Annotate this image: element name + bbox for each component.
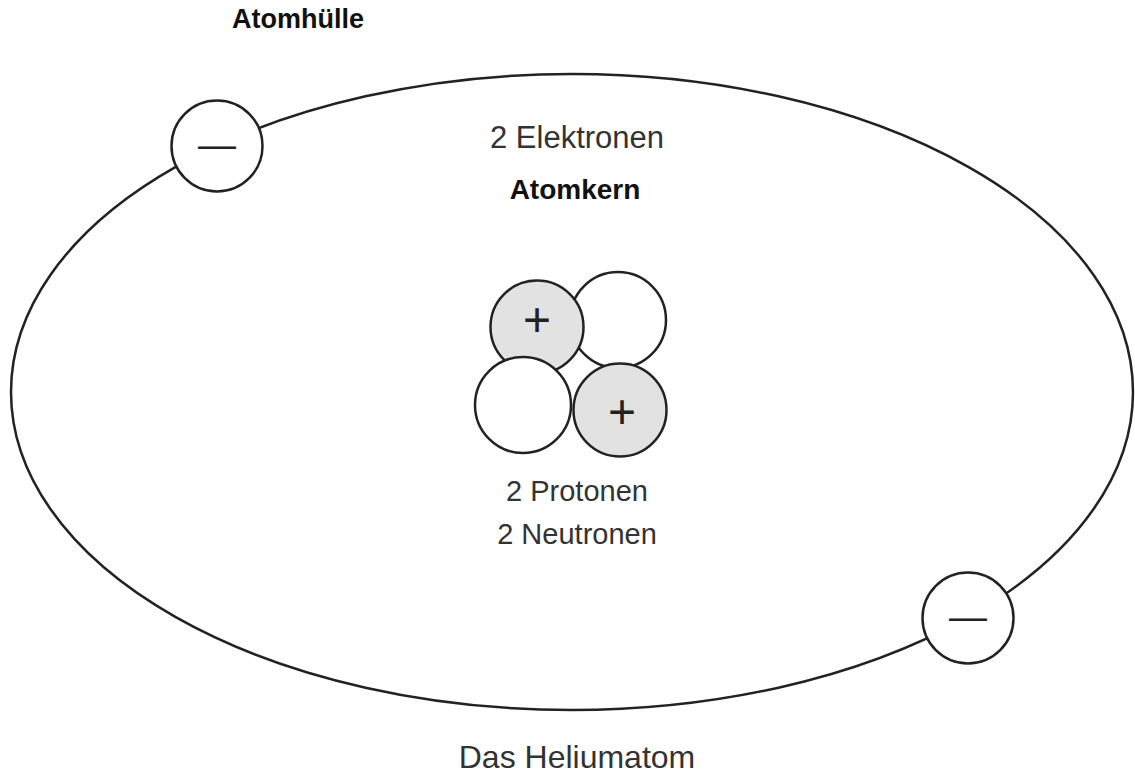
proton-circle bbox=[491, 281, 584, 374]
plus-sign: + bbox=[608, 384, 636, 439]
proton-circle-outline bbox=[489, 279, 585, 375]
proton-circle bbox=[574, 364, 667, 457]
electron-count: 2 Elektronen bbox=[490, 120, 664, 156]
figure-caption: Das Heliumatom bbox=[459, 739, 696, 776]
proton-count: 2 Protonen bbox=[506, 475, 648, 508]
minus-sign: — bbox=[949, 596, 987, 640]
electron-circle: — bbox=[921, 571, 1015, 665]
minus-sign: — bbox=[198, 124, 236, 168]
electron-circle-outline bbox=[921, 571, 1015, 665]
neutron-circle bbox=[570, 272, 666, 368]
atom-shell-outline bbox=[0, 0, 1135, 730]
electron-circle: — bbox=[170, 99, 264, 193]
atom-shell: Atomhülle 2 Elektronen — Atomkern 2 Protonen… bbox=[0, 0, 1135, 730]
electron-circle bbox=[172, 101, 263, 192]
electron-circle bbox=[923, 573, 1014, 664]
electron-circle-outline bbox=[170, 99, 264, 193]
atom-nucleus: Atomkern 2 Protonen 2 Neutronen + + bbox=[430, 165, 725, 560]
neutron-count: 2 Neutronen bbox=[497, 518, 657, 551]
nucleus-label: Atomkern bbox=[510, 174, 641, 206]
plus-sign: + bbox=[523, 292, 551, 347]
shell-label: Atomhülle bbox=[232, 4, 364, 35]
proton-circle-outline bbox=[572, 362, 668, 458]
proton-circle: + bbox=[489, 279, 585, 375]
proton-circle: + bbox=[572, 362, 668, 458]
neutron-circle bbox=[475, 357, 571, 453]
atom-shell bbox=[11, 74, 1133, 710]
